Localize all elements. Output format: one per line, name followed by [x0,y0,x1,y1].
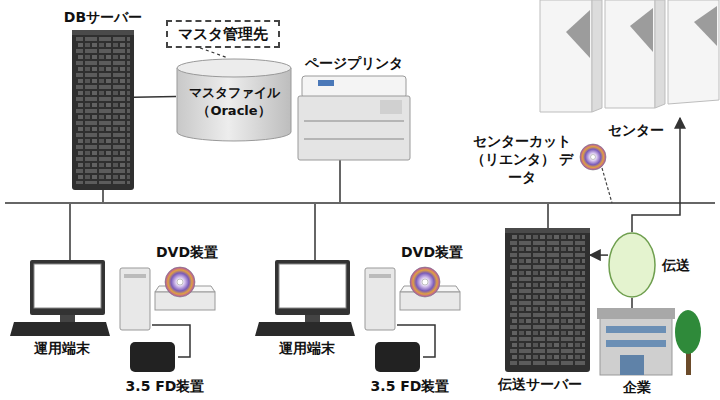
page-printer [302,76,406,98]
terminal-set [10,322,110,336]
transmission-server-tower [505,228,590,372]
data-center-building [566,10,590,58]
server-node: DBサーバー [72,30,134,190]
terminal-set [60,315,75,322]
terminal-set [305,315,320,322]
connector [631,298,633,308]
node-label: DVD装置 [401,244,463,261]
terminal-node: 運用端末 [10,258,152,336]
fd-node: 3.5 FD装置 [128,340,178,374]
terminal-set [375,342,420,372]
center-node: センター [535,0,720,118]
dvd-node: DVD装置 [395,265,463,315]
transmission-server-tower [505,228,590,233]
network-bus [69,203,71,260]
network-bus [339,160,341,203]
network-bus [547,203,549,228]
network-bus [314,203,316,260]
page-printer [304,138,404,140]
page-printer [380,100,402,114]
node-label: マスタ管理先 [178,25,268,43]
ellipse-shape [608,232,656,298]
media-dotted-line [602,168,612,203]
network-ellipse: 伝送 [608,232,656,298]
node-label: 運用端末 [34,340,90,357]
terminal-set [120,268,150,330]
network-bus [102,190,104,203]
terminal-set [410,267,440,297]
db-server-tower [72,30,134,190]
node-label: ページプリンタ [305,55,403,72]
db-server-tower [72,30,134,190]
terminal-set [177,279,183,285]
data-center-building [540,0,719,112]
connector [152,325,190,357]
terminal-set [275,260,350,315]
network-bus [5,202,715,204]
data-center-building [540,0,592,112]
dvd-disc [580,144,606,170]
printer-node: ページプリンタ [298,76,410,160]
callout-box: マスタ管理先 [166,20,280,48]
page-printer [318,80,334,86]
transmission-server-tower [505,228,590,372]
terminal-set [30,260,105,315]
node-label: 運用端末 [279,340,335,357]
company-node: 企業 [597,308,705,375]
terminal-set [10,260,215,372]
company-building [606,340,666,347]
company-building [606,326,666,333]
terminal-set [422,279,428,285]
terminal-set [369,274,391,278]
data-center-building [592,0,602,112]
node-label: DBサーバー [64,9,142,26]
node-label: 企業 [623,379,651,396]
db-server-tower [76,36,130,184]
connector [590,254,608,256]
node-label: 3.5 FD装置 [126,378,205,395]
company-building [675,310,701,354]
terminal-set [124,274,146,278]
data-center-building [655,0,665,108]
database-cylinder: マスタファイル （Oracle） [176,58,292,142]
data-center-building [668,0,719,104]
terminal-set [130,342,175,372]
terminal-set [255,322,355,336]
terminal-set [165,267,195,297]
fd-node: 3.5 FD装置 [373,340,423,374]
node-label: 伝送サーバー [498,376,582,393]
page-printer [298,96,410,160]
data-center-building [605,0,655,108]
company-building [600,318,672,375]
node-label: 3.5 FD装置 [371,378,450,395]
connector [397,325,435,357]
connector [134,96,176,98]
node-label: DVD装置 [156,244,218,261]
terminal-set [255,260,460,372]
terminal-node: 運用端末 [255,258,397,336]
media-label: センターカット （リエンタ） データ [466,132,578,187]
company-building [597,308,701,375]
company-building [597,308,675,319]
page-printer [298,76,410,160]
terminal-set [34,264,101,308]
node-label: センター [608,122,664,139]
data-center-building [694,6,717,46]
node-label: 伝送 [662,257,690,274]
terminal-set [365,268,395,330]
data-center-building [630,8,653,52]
dvd-node: DVD装置 [150,265,218,315]
server-node: 伝送サーバー [505,228,590,372]
page-printer [304,120,404,122]
transmission-server-tower [510,234,585,366]
company-building [620,355,644,375]
node-label: マスタファイル （Oracle） [184,84,284,119]
db-server-tower [72,30,134,35]
dvd-disc [591,155,596,160]
dvd-disc [580,144,606,170]
connector [200,48,228,58]
terminal-set [279,264,346,308]
